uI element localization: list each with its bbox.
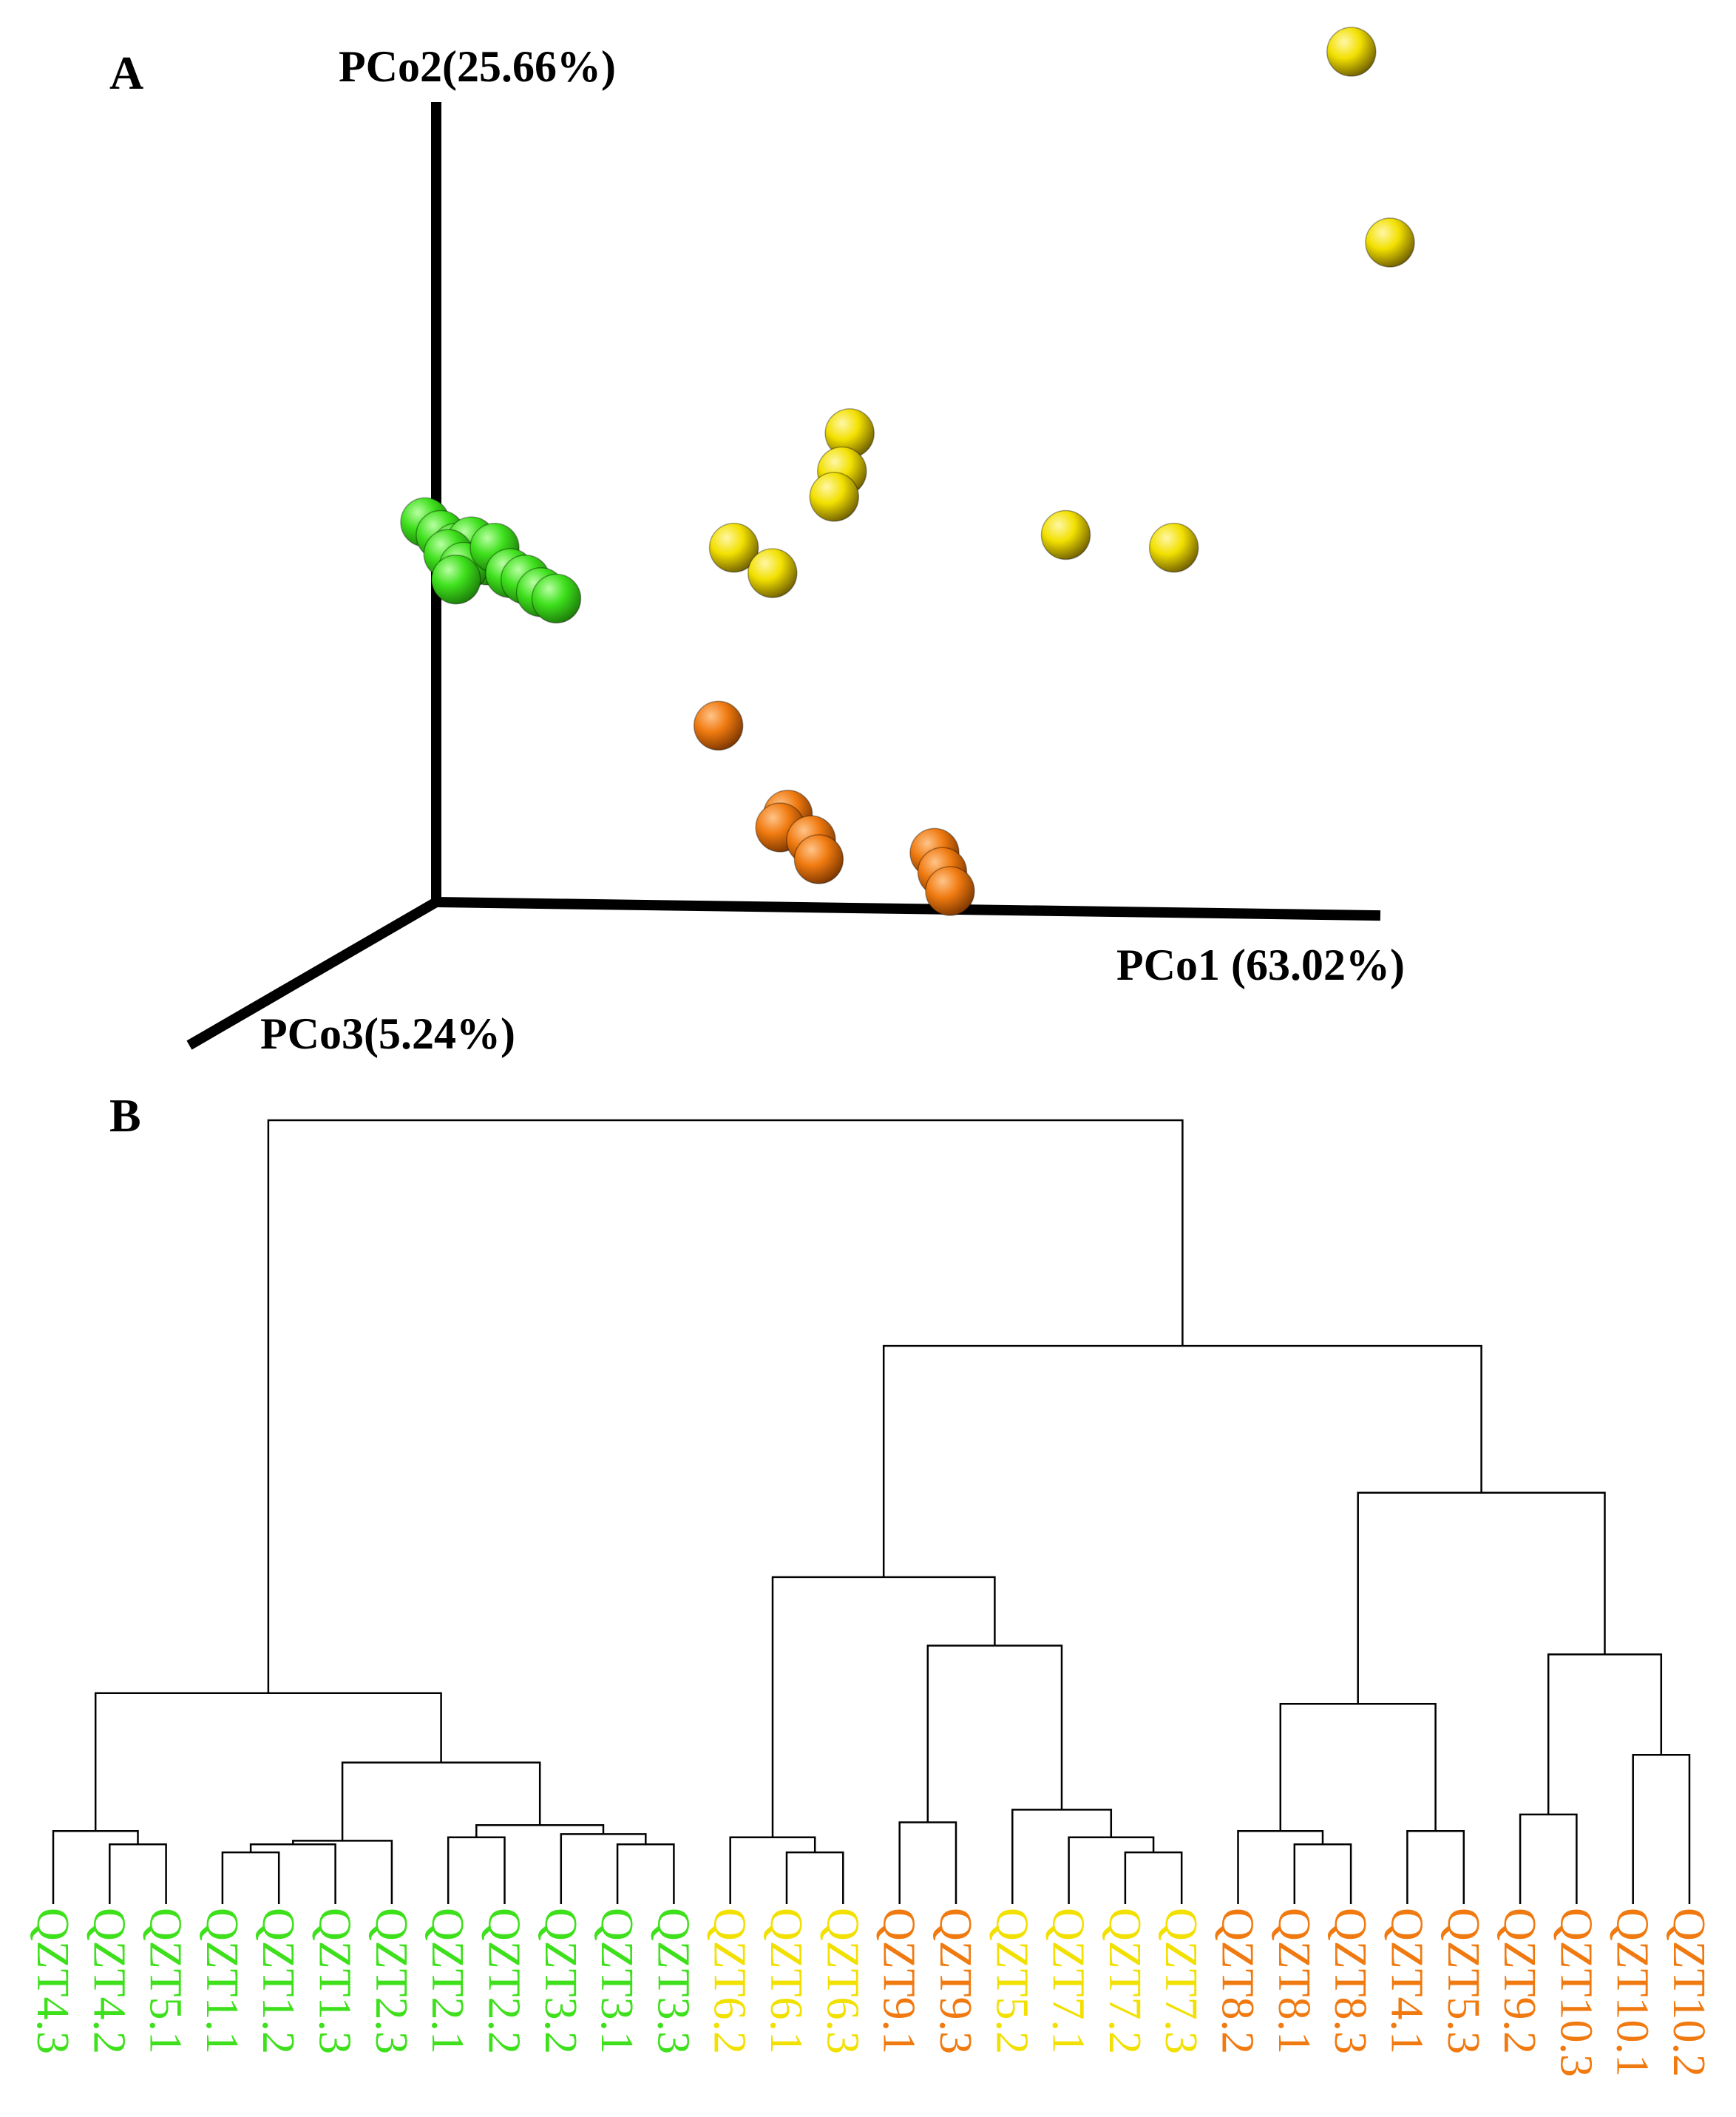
leaf-label: QZT10.2 [1664,1908,1714,2077]
dendrogram-branch [1406,1829,1465,1904]
dendrogram-branch [1237,1829,1324,1904]
dendrogram-branch [926,1645,1063,1823]
pco3-axis-label: PCo3(5.24%) [260,1009,515,1058]
dendrogram-branch [1293,1843,1352,1904]
leaf-label: QZT4.1 [1381,1908,1431,2054]
scatter-point-yellow [1365,217,1415,268]
dendrogram-branch [447,1836,506,1904]
scatter-point-green [431,554,481,605]
dendrogram-branch [1547,1653,1663,1815]
scatter-series-green [400,497,582,624]
pcoa-3d-scatter: A PCo2(25.66%) PCo1 (63.02%) PCo3(5.24%) [109,27,1415,1058]
leaf-label: QZT8.1 [1269,1908,1319,2054]
dendrogram-branch [1279,1703,1437,1832]
scatter-point-orange [693,700,744,751]
leaf-label: QZT1.3 [310,1908,360,2054]
leaf-label: QZT8.3 [1325,1908,1375,2054]
scatter-point-yellow [809,472,860,522]
scatter-point-green [531,573,582,624]
panel-a-letter: A [109,47,143,99]
leaf-label: QZT3.3 [648,1908,698,2054]
dendrogram-branch [267,1119,1184,1693]
scatter-point-orange [925,866,975,916]
scatter-point-yellow [1040,509,1091,560]
leaf-label: QZT2.2 [479,1908,529,2054]
scatter-series-yellow [708,27,1415,598]
dendrogram-branch [785,1851,844,1904]
dendrogram-branch [52,1829,139,1904]
leaf-label: QZT9.3 [930,1908,980,2054]
scatter-point-yellow [1148,522,1199,573]
dendrogram-branch [616,1843,675,1904]
dendrogram-branch [109,1843,167,1904]
leaf-label: QZT6.3 [817,1908,867,2054]
panel-b-letter: B [109,1089,141,1142]
leaf-label: QZT8.2 [1213,1908,1263,2054]
leaf-label: QZT4.2 [84,1908,134,2054]
dendrogram-branch [1068,1836,1155,1904]
dendrogram-branch [1124,1851,1183,1904]
dendrogram-branch [1632,1753,1691,1904]
dendrogram-branch [292,1840,393,1904]
dendrogram-branch [729,1836,816,1904]
leaf-label: QZT6.1 [761,1908,811,2054]
scatter-point-yellow [1326,27,1377,77]
dendrogram-branch [475,1823,605,1837]
scatter-points [400,27,1415,916]
scatter-point-yellow [747,548,798,598]
leaf-label: QZT2.1 [422,1908,472,2054]
leaf-label: QZT10.1 [1607,1908,1658,2077]
leaf-label: QZT5.3 [1438,1908,1488,2054]
pco3-axis-line [186,895,444,1050]
dendrogram-branch [249,1843,336,1904]
leaf-label: QZT7.2 [1099,1908,1150,2054]
leaf-label: QZT5.2 [986,1908,1037,2054]
dendrogram-branch [1011,1809,1113,1904]
leaf-label: QZT5.1 [140,1908,191,2054]
dendrogram-branch [1357,1491,1606,1704]
leaf-label: QZT1.2 [253,1908,303,2054]
leaf-label: QZT6.2 [705,1908,755,2054]
leaf-label: QZT4.3 [27,1908,78,2054]
scatter-point-orange [793,834,844,884]
dendrogram-branches [52,1119,1691,1904]
leaf-label: QZT7.1 [1043,1908,1094,2054]
scatter-point-yellow [708,522,759,573]
dendrogram-branch [771,1576,996,1837]
leaf-label: QZT3.1 [591,1908,642,2054]
dendrogram-branch [898,1821,957,1904]
pco2-axis-label: PCo2(25.66%) [339,42,616,91]
dendrogram-branch [1519,1813,1578,1904]
leaf-label: QZT10.3 [1550,1908,1601,2077]
dendrogram-branch [221,1851,280,1904]
leaf-label: QZT7.3 [1156,1908,1206,2054]
pco1-axis-label: PCo1 (63.02%) [1116,941,1405,989]
dendrogram-branch [882,1344,1482,1577]
pco1-axis-line [430,896,1381,921]
leaf-label: QZT9.2 [1494,1908,1545,2054]
leaf-label: QZT3.2 [535,1908,586,2054]
leaf-label: QZT1.1 [197,1908,247,2054]
scatter-series-orange [693,700,975,916]
leaf-label: QZT2.3 [366,1908,416,2054]
dendrogram-branch [341,1761,541,1841]
leaf-label: QZT9.1 [874,1908,924,2054]
